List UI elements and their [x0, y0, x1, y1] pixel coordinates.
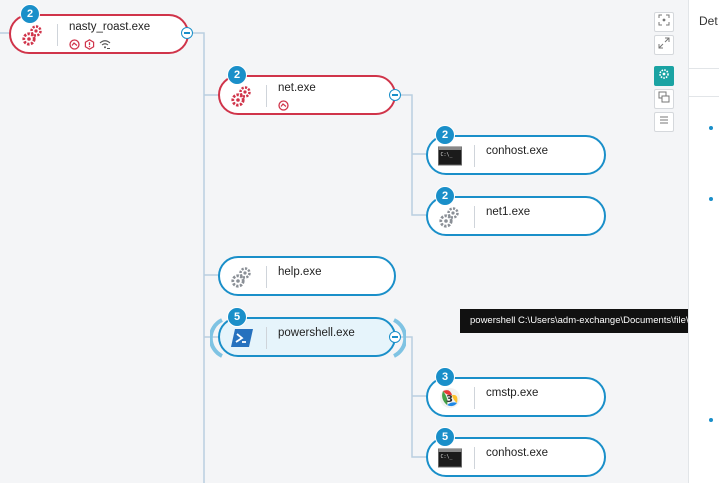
settings-icon	[658, 67, 670, 85]
section-bullet	[709, 418, 713, 422]
list-icon	[658, 113, 670, 131]
console-icon: C:\_	[438, 144, 462, 168]
collapse-button[interactable]	[389, 331, 401, 343]
details-panel: Det	[688, 0, 719, 483]
windows-button[interactable]	[654, 89, 674, 109]
list-button[interactable]	[654, 112, 674, 132]
gears-icon	[230, 84, 254, 108]
panel-divider	[689, 68, 719, 69]
section-bullet	[709, 126, 713, 130]
shield-alert-icon	[84, 37, 95, 55]
process-indicators	[278, 98, 289, 116]
details-panel-title: Det	[699, 14, 718, 28]
section-bullet	[709, 197, 713, 201]
process-node-net1[interactable]: net1.exe	[426, 196, 606, 236]
svg-text:3: 3	[446, 394, 453, 405]
process-name: cmstp.exe	[486, 387, 539, 399]
process-node-conhost[interactable]: C:\_ conhost.exe	[426, 437, 606, 477]
event-count-badge: 2	[435, 186, 455, 206]
node-separator	[266, 266, 267, 288]
process-name: help.exe	[278, 266, 322, 278]
node-separator	[474, 206, 475, 228]
panel-divider	[689, 96, 719, 97]
powershell-icon	[230, 326, 254, 350]
focus-button[interactable]	[654, 12, 674, 32]
cmstp-icon: 3	[438, 386, 462, 410]
event-count-badge: 2	[20, 4, 40, 24]
console-icon: C:\_	[438, 446, 462, 470]
settings-button[interactable]	[654, 66, 674, 86]
collapse-button[interactable]	[389, 89, 401, 101]
selection-ring	[210, 318, 406, 358]
command-line-tooltip: powershell C:\Users\adm-exchange\Documen…	[460, 309, 719, 333]
process-node-conhost[interactable]: C:\_ conhost.exe	[426, 135, 606, 175]
process-name: conhost.exe	[486, 145, 549, 157]
event-count-badge: 5	[227, 307, 247, 327]
process-name: conhost.exe	[486, 447, 549, 459]
process-name: net.exe	[278, 82, 316, 94]
gears-icon	[21, 23, 45, 47]
event-count-badge: 2	[227, 65, 247, 85]
node-separator	[266, 85, 267, 107]
expand-icon	[658, 36, 670, 54]
gears-icon	[230, 265, 254, 289]
windows-icon	[658, 90, 670, 108]
focus-icon	[658, 13, 670, 31]
node-separator	[474, 447, 475, 469]
graph-toolbar	[654, 12, 676, 135]
network-wifi-icon	[99, 37, 111, 55]
node-separator	[266, 327, 267, 349]
expand-button[interactable]	[654, 35, 674, 55]
process-name: powershell.exe	[278, 327, 355, 339]
process-node-net[interactable]: net.exe	[218, 75, 396, 115]
gears-icon	[438, 205, 462, 229]
event-count-badge: 2	[435, 125, 455, 145]
svg-text:C:\_: C:\_	[441, 454, 454, 460]
tree-connectors	[0, 32, 428, 483]
process-node-help[interactable]: help.exe	[218, 256, 396, 296]
process-node-cmstp[interactable]: 3 cmstp.exe	[426, 377, 606, 417]
collapse-button[interactable]	[181, 27, 193, 39]
alert-circle-icon	[69, 37, 80, 55]
process-indicators	[69, 37, 111, 55]
process-node-powershell[interactable]: powershell.exe	[218, 317, 396, 357]
event-count-badge: 3	[435, 367, 455, 387]
node-separator	[474, 387, 475, 409]
node-separator	[57, 24, 58, 46]
node-separator	[474, 145, 475, 167]
process-name: net1.exe	[486, 206, 531, 218]
alert-circle-icon	[278, 98, 289, 116]
event-count-badge: 5	[435, 427, 455, 447]
process-name: nasty_roast.exe	[69, 21, 151, 33]
svg-text:C:\_: C:\_	[441, 152, 454, 158]
